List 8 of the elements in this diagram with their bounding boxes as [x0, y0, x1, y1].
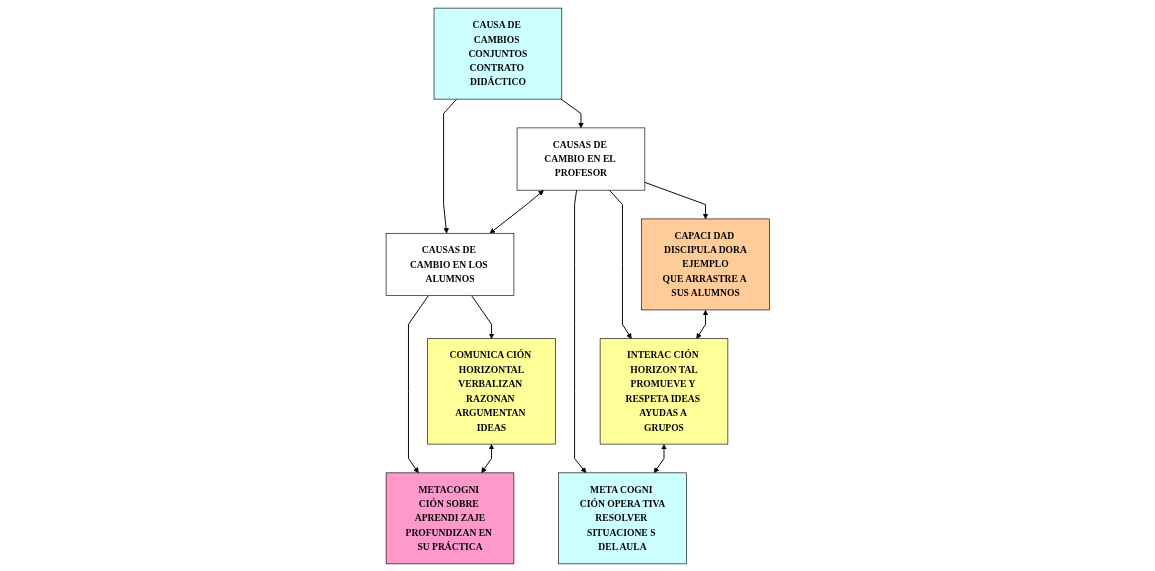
node-box: CAUSAS DE CAMBIO EN LOS ALUMNOS: [385, 232, 514, 296]
node-box: CAUSAS DE CAMBIO EN EL PROFESOR: [516, 127, 645, 190]
node-box: INTERAC CIÓN HORIZON TAL PROMUEVE Y RESPETA IDEAS AYUDAS A GRUPOS: [599, 337, 728, 444]
node-box: CAPACI DAD DISCIPULA DORA EJEMPLO QUE ARRASTRE A SUS ALUMNOS: [641, 218, 770, 310]
node-box: COMUNICA CIÓN HORIZONTAL VERBALIZAN RAZONAN ARGUMENTAN IDEAS: [427, 337, 556, 444]
node-box: META COGNI CIÓN OPERA TIVA RESOLVER SITUACIONE S DEL AULA: [558, 472, 687, 564]
node-box: METACOGNI CIÓN SOBRE APRENDI ZAJE PROFUNDIZAN EN SU PRÁCTICA: [385, 472, 514, 564]
node-box: CAUSA DE CAMBIOS CONJUNTOS CONTRATO DIDÁCTICO: [433, 7, 562, 99]
